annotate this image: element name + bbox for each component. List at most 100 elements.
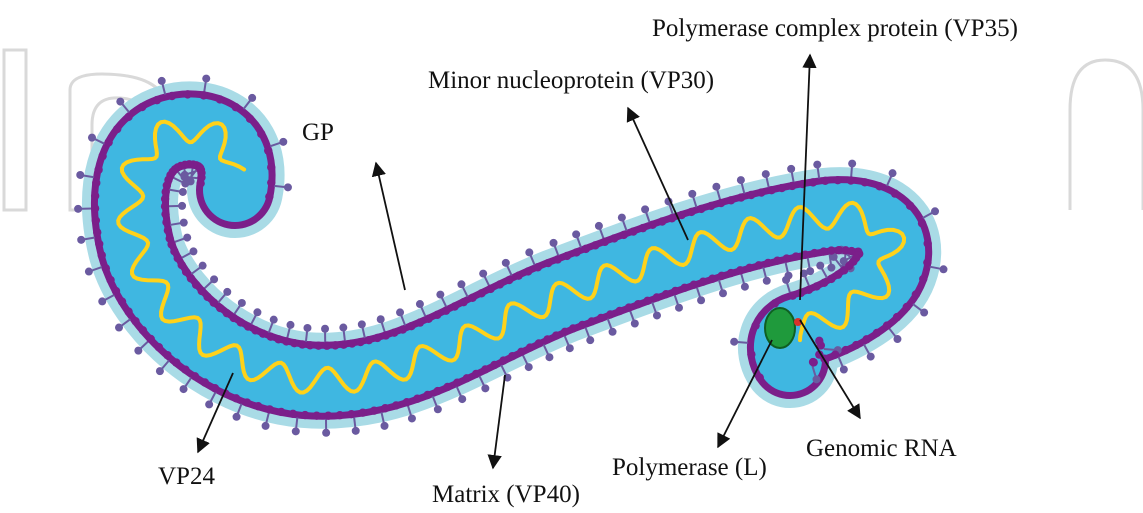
matrix-bead: [903, 303, 911, 311]
matrix-bead: [348, 339, 356, 347]
matrix-bead: [423, 391, 431, 399]
matrix-bead: [298, 340, 306, 348]
matrix-bead: [356, 338, 364, 346]
matrix-bead: [265, 405, 273, 413]
matrix-bead: [161, 195, 169, 203]
gp-spike-head: [202, 75, 210, 83]
gp-spike-head: [321, 325, 329, 333]
gp-spike-head: [816, 262, 824, 270]
matrix-bead: [658, 217, 666, 225]
matrix-bead: [106, 276, 114, 284]
matrix-bead: [893, 313, 901, 321]
gp-spike-head: [179, 188, 187, 196]
gp-spike-head: [595, 222, 603, 230]
matrix-bead: [671, 287, 679, 295]
matrix-bead: [717, 272, 725, 280]
matrix-bead: [91, 204, 99, 212]
matrix-bead: [699, 277, 707, 285]
matrix-bead: [399, 325, 407, 333]
matrix-bead: [717, 199, 725, 207]
gp-spike-head: [339, 324, 347, 332]
gp-spike-head: [457, 280, 465, 288]
gp-spike-head: [525, 363, 533, 371]
matrix-bead: [481, 365, 489, 373]
gp-spike-head: [763, 277, 771, 285]
gp-spike-head: [189, 247, 197, 255]
gp-spike-head: [88, 134, 96, 142]
matrix-bead: [875, 182, 883, 190]
matrix-bead: [883, 321, 891, 329]
matrix-bead: [852, 341, 860, 349]
gp-spike-head: [183, 234, 191, 242]
gp-spike-head: [525, 248, 533, 256]
gp-spike-head: [741, 283, 749, 291]
matrix-bead: [331, 341, 339, 349]
gp-spike-head: [85, 268, 93, 276]
label-genomic-rna: Genomic RNA: [806, 436, 957, 461]
matrix-bead: [403, 398, 411, 406]
matrix-bead: [443, 383, 451, 391]
gp-spike-head: [284, 183, 292, 191]
matrix-bead: [767, 186, 775, 194]
matrix-bead: [778, 184, 786, 192]
label-vp24: VP24: [158, 464, 215, 489]
matrix-bead: [588, 317, 596, 325]
matrix-bead: [172, 358, 180, 366]
gp-spike-head: [238, 299, 246, 307]
matrix-bead: [563, 252, 571, 260]
matrix-bead: [505, 276, 513, 284]
matrix-bead: [203, 293, 211, 301]
gp-spike-head: [586, 336, 594, 344]
matrix-bead: [98, 152, 106, 160]
matrix-bead: [104, 138, 112, 146]
matrix-bead: [312, 411, 320, 419]
matrix-bead: [124, 113, 132, 121]
gp-spike-head: [352, 427, 360, 435]
matrix-bead: [707, 202, 715, 210]
matrix-bead: [306, 341, 314, 349]
matrix-bead: [201, 378, 209, 386]
vp40-arrow: [493, 375, 505, 468]
matrix-bead: [625, 303, 633, 311]
matrix-bead: [782, 254, 790, 262]
matrix-bead: [648, 221, 656, 229]
matrix-bead: [98, 251, 106, 259]
matrix-bead: [91, 192, 99, 200]
matrix-bead: [745, 264, 753, 272]
matrix-bead: [254, 402, 262, 410]
matrix-bead: [282, 337, 290, 345]
matrix-bead: [138, 103, 146, 111]
matrix-bead: [810, 249, 818, 257]
gp-spike-head: [116, 98, 124, 106]
label-vp40: Matrix (VP40): [432, 482, 580, 507]
matrix-bead: [534, 263, 542, 271]
gp-spike-head: [782, 276, 790, 284]
gp-spike-head: [210, 275, 218, 283]
gp-spike-head: [434, 405, 442, 413]
gp-spike-head: [550, 239, 558, 247]
matrix-bead: [552, 331, 560, 339]
matrix-bead: [639, 224, 647, 232]
matrix-bead: [820, 279, 828, 287]
matrix-bead: [267, 332, 275, 340]
matrix-bead: [93, 228, 101, 236]
matrix-bead: [919, 275, 927, 283]
matrix-bead: [792, 252, 800, 260]
matrix-bead: [847, 176, 855, 184]
matrix-bead: [862, 335, 870, 343]
matrix-bead: [339, 340, 347, 348]
matrix-bead: [289, 410, 297, 418]
matrix-bead: [416, 318, 424, 326]
gp-spike-head: [248, 94, 256, 102]
gp-spike-head: [262, 422, 270, 430]
matrix-bead: [442, 307, 450, 315]
gp-spike-head: [181, 180, 189, 188]
matrix-bead: [161, 202, 169, 210]
gp-spike-head: [322, 429, 330, 437]
matrix-bead: [463, 374, 471, 382]
matrix-bead: [788, 291, 796, 299]
gp-spike-head: [641, 205, 649, 213]
matrix-bead: [365, 336, 373, 344]
gp-spike-head: [931, 207, 939, 215]
gp-spike-head: [156, 367, 164, 375]
